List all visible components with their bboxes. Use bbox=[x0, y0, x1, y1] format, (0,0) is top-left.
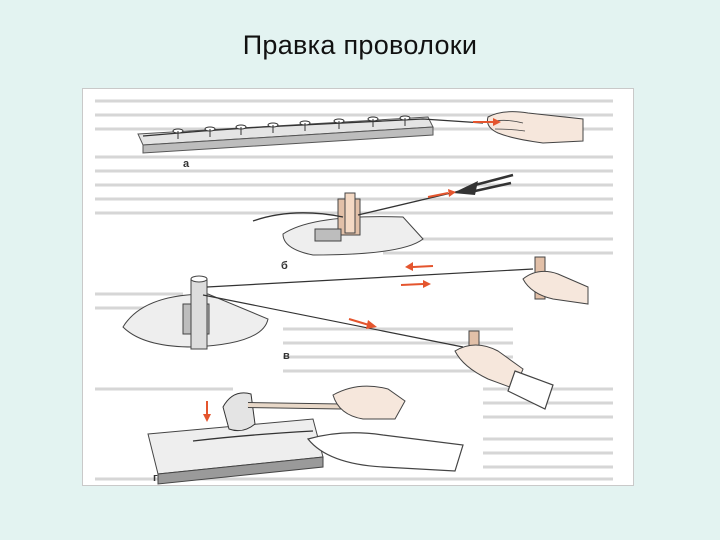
panel-label-a: а bbox=[183, 158, 190, 170]
panel-d-hammer-plate: г bbox=[148, 386, 463, 484]
panel-label-d: г bbox=[153, 472, 158, 484]
wire-straightening-illustration: а б в bbox=[82, 88, 634, 486]
panel-a-nail-board: а bbox=[138, 112, 583, 170]
panel-label-b: б bbox=[281, 260, 288, 272]
slide-title: Правка проволоки bbox=[0, 30, 720, 61]
panel-b-vise-wire: б bbox=[253, 175, 513, 272]
panel-label-c: в bbox=[283, 350, 290, 362]
panel-c-rod-vise: в bbox=[123, 257, 588, 409]
